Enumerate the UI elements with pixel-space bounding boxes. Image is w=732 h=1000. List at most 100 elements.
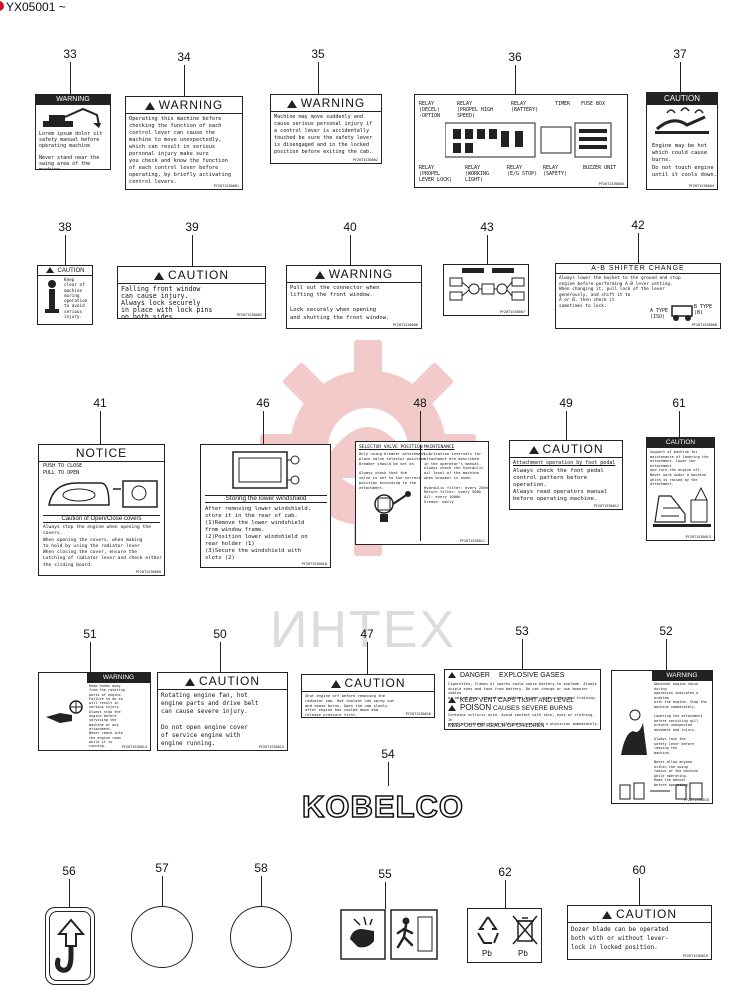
label-35-title: WARNING xyxy=(300,96,366,110)
label-49-text: Always check the foot pedal control patt… xyxy=(513,468,608,502)
hand-fan-icon xyxy=(46,700,83,723)
label-38-text: Keep clear of machine during operation t… xyxy=(64,278,88,321)
leader-line xyxy=(184,65,185,96)
leader-line xyxy=(100,411,101,444)
label-49-code: PY20T1S30012 xyxy=(593,504,619,508)
label-53-burns: CAUSES SEVERE BURNS xyxy=(492,705,573,712)
label-38-caution: CAUTION Keep clear of machine during ope… xyxy=(37,265,93,325)
label-41-code: PY20T1S30009 xyxy=(135,570,161,574)
label-53-poison: POISON xyxy=(460,703,492,712)
leader-line xyxy=(65,235,66,265)
label-36-relay-diagram: RELAY (DECEL) -OPTION RELAY (PROPEL HIGH… xyxy=(414,94,628,188)
push-to-close-label: PUSH TO CLOSE xyxy=(43,463,83,469)
warning-triangle-icon xyxy=(154,272,164,280)
label-36-code: PY20T1S30003 xyxy=(598,182,624,186)
label-55-pictograms xyxy=(340,909,440,960)
label-39-title: CAUTION xyxy=(168,268,229,282)
label-41-text: Always stop the engine when opening the … xyxy=(43,525,162,568)
relay-decel-label: RELAY (DECEL) -OPTION xyxy=(419,101,441,119)
selector-valve-icon xyxy=(374,491,411,522)
label-33-warning: WARNING Lorem ipsum dolor sit safety man… xyxy=(35,94,111,170)
pb-label-2: Pb xyxy=(518,949,528,958)
relay-safety-label: RELAY (SAFETY) xyxy=(543,165,568,177)
callout-55: 55 xyxy=(378,867,392,881)
warning-triangle-icon xyxy=(314,271,325,279)
person-icon xyxy=(45,280,59,313)
label-60-code: PY20T1S30019 xyxy=(682,954,708,958)
label-37-text: Engine may be hot which could cause burn… xyxy=(652,143,717,178)
label-53-battery-danger: DANGER EXPLOSIVE GASES Cigarettes, flame… xyxy=(444,669,601,730)
label-41-notice: NOTICE PUSH TO CLOSE PULL TO OPEN Cautio… xyxy=(38,444,165,576)
leader-line xyxy=(666,639,667,670)
label-61-title: CAUTION xyxy=(665,439,696,446)
label-60-title: CAUTION xyxy=(616,907,677,921)
control-pattern-icon xyxy=(449,268,525,301)
warning-triangle-icon xyxy=(602,911,612,919)
callout-38: 38 xyxy=(58,220,72,234)
label-34-title: WARNING xyxy=(158,98,224,112)
callout-41: 41 xyxy=(93,396,107,410)
label-39-text: Falling front window can cause injury. A… xyxy=(121,285,213,319)
label-48-maint-text: Lubrication intervals for attachment are… xyxy=(424,451,489,504)
callout-62: 62 xyxy=(498,865,512,879)
a-type-label: A TYPE (ISO) xyxy=(650,308,669,320)
label-37-code: PY20T1S30004 xyxy=(688,184,714,188)
label-34-warning: WARNING Operating this machine before ch… xyxy=(125,96,243,190)
relay-battery-label: RELAY (BATTERY) xyxy=(511,101,539,113)
warning-triangle-icon xyxy=(286,100,297,108)
callout-61: 61 xyxy=(672,396,686,410)
warning-triangle-icon xyxy=(45,267,54,273)
label-61-code: PY20T1S30013 xyxy=(685,535,711,539)
b-type-label: B TYPE (B) xyxy=(694,304,713,316)
callout-42: 42 xyxy=(631,218,645,232)
label-53-text-2: Contains sulfuric acid. Avoid contact wi… xyxy=(448,713,599,727)
leader-line xyxy=(263,411,264,444)
label-33-title: WARNING xyxy=(56,96,90,103)
label-47-text: Shut engine off before removing the radi… xyxy=(305,693,395,718)
leader-line xyxy=(487,235,488,264)
label-34-code: PY20T1S30001 xyxy=(213,184,239,188)
label-53-title: EXPLOSIVE GASES xyxy=(499,672,565,679)
label-37-caution: CAUTION Engine may be hot which could ca… xyxy=(646,92,718,190)
callout-57: 57 xyxy=(155,861,169,875)
label-52-code: PY20T1S30018 xyxy=(683,798,709,802)
windshield-storage-icon xyxy=(232,451,300,489)
callout-34: 34 xyxy=(177,50,191,64)
label-43-code: PY20T1S30007 xyxy=(499,310,525,314)
label-52-warning: WARNING Abnormal engine noise during ope… xyxy=(611,670,713,804)
leader-line xyxy=(680,62,681,92)
label-53-danger: DANGER xyxy=(460,672,490,679)
leader-line xyxy=(162,876,163,906)
label-51-title: WARNING xyxy=(102,674,135,681)
label-50-text: Rotating engine fan, hot engine parts an… xyxy=(161,692,259,747)
hot-surface-hand-icon xyxy=(655,107,709,134)
leader-line xyxy=(420,411,421,441)
engine-cover-icon xyxy=(48,480,158,508)
label-42-title: A-B SHIFTER CHANGE xyxy=(591,265,685,272)
brand-dot xyxy=(0,1,4,11)
leader-line xyxy=(522,639,523,669)
callout-40: 40 xyxy=(343,220,357,234)
label-50-title: CAUTION xyxy=(199,674,260,688)
callout-39: 39 xyxy=(185,220,199,234)
label-48-divider xyxy=(420,445,421,541)
label-47-caution: CAUTION Shut engine off before removing … xyxy=(301,674,435,718)
leader-line xyxy=(505,880,506,908)
pull-to-open-label: PULL TO OPEN xyxy=(43,470,80,476)
leader-line xyxy=(385,882,386,909)
shifter-valve-icon xyxy=(671,305,693,321)
label-60-text: Dozer blade can be operated both with or… xyxy=(571,926,669,951)
relay-box-icon xyxy=(445,122,612,158)
kobelco-logo: KOBELCO xyxy=(301,788,464,825)
label-53-keep: KEEP VENT CAPS TIGHT AND LEVEL xyxy=(460,697,575,704)
danger-triangle-icon xyxy=(448,672,456,678)
leader-line xyxy=(639,878,640,905)
label-49-caution: CAUTION Attachment operation by foot ped… xyxy=(509,440,623,510)
label-53-keepout: KEEP OUT OF REACH OF CHILDREN xyxy=(448,723,545,729)
model-range: YX05001 ~ xyxy=(6,0,66,14)
label-51-warning: WARNING Keep hands away from the rotatin… xyxy=(38,672,151,751)
callout-53: 53 xyxy=(515,624,529,638)
warning-triangle-icon xyxy=(330,680,341,688)
leader-line xyxy=(261,876,262,906)
pinch-hand-icon xyxy=(340,909,386,960)
